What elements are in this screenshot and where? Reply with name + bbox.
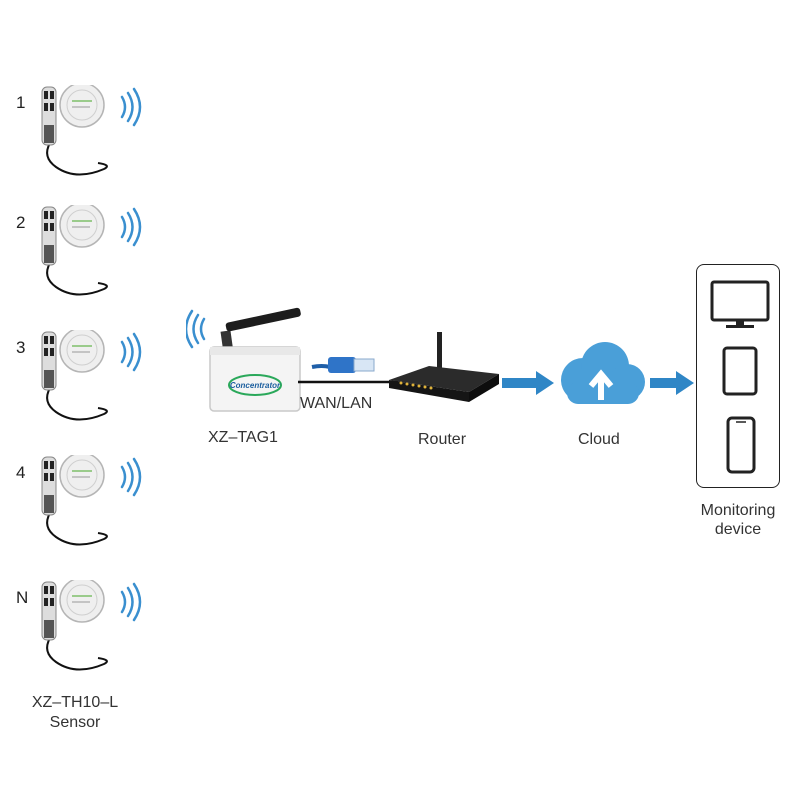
sensor-unit: 1 — [14, 85, 144, 195]
router-device — [385, 330, 505, 410]
ethernet-plug-icon — [311, 357, 375, 373]
wifi-waves-icon — [120, 207, 142, 247]
router-label: Router — [418, 431, 467, 448]
sensor-number: 3 — [16, 338, 26, 357]
cloud-upload-icon — [553, 338, 649, 410]
arrow-cloud-to-monitoring — [650, 371, 694, 395]
sensor-caption: XZ–TH10–L Sensor — [20, 694, 130, 732]
sensor-icon — [41, 85, 142, 176]
sensor-caption-type: Sensor — [49, 714, 101, 731]
tablet-icon — [722, 346, 757, 395]
cloud-label: Cloud — [578, 431, 620, 448]
wifi-waves-icon — [120, 582, 142, 622]
wifi-waves-icon — [120, 332, 142, 372]
sensor-number: N — [16, 588, 29, 607]
wifi-waves-icon — [184, 309, 206, 349]
sensor-unit: N — [14, 580, 144, 690]
sensor-icon — [41, 330, 142, 421]
monitor-icon — [710, 280, 769, 321]
sensor-number: 1 — [16, 93, 26, 112]
wan-lan-link — [290, 345, 400, 395]
sensor-icon — [41, 580, 142, 671]
monitoring-caption-line1: Monitoring — [700, 502, 776, 519]
monitoring-caption-line2: device — [714, 521, 762, 538]
sensor-unit: 2 — [14, 205, 144, 315]
phone-icon — [726, 416, 755, 473]
concentrator-device: Concentrator — [184, 305, 306, 415]
concentrator-brand-text: Concentrator — [230, 381, 281, 390]
wifi-waves-icon — [120, 87, 142, 127]
sensor-number: 2 — [16, 213, 26, 232]
concentrator-label: XZ–TAG1 — [208, 429, 278, 446]
monitoring-panel — [696, 264, 780, 488]
wan-lan-label: WAN/LAN — [300, 395, 373, 412]
arrow-router-to-cloud — [502, 371, 554, 395]
sensor-icon — [41, 455, 142, 546]
sensor-icon — [41, 205, 142, 296]
sensor-unit: 3 — [14, 330, 144, 440]
sensor-number: 4 — [16, 463, 26, 482]
wifi-waves-icon — [120, 457, 142, 497]
sensor-caption-model: XZ–TH10–L — [31, 694, 119, 711]
sensor-unit: 4 — [14, 455, 144, 565]
monitoring-caption: Monitoring device — [680, 501, 796, 539]
